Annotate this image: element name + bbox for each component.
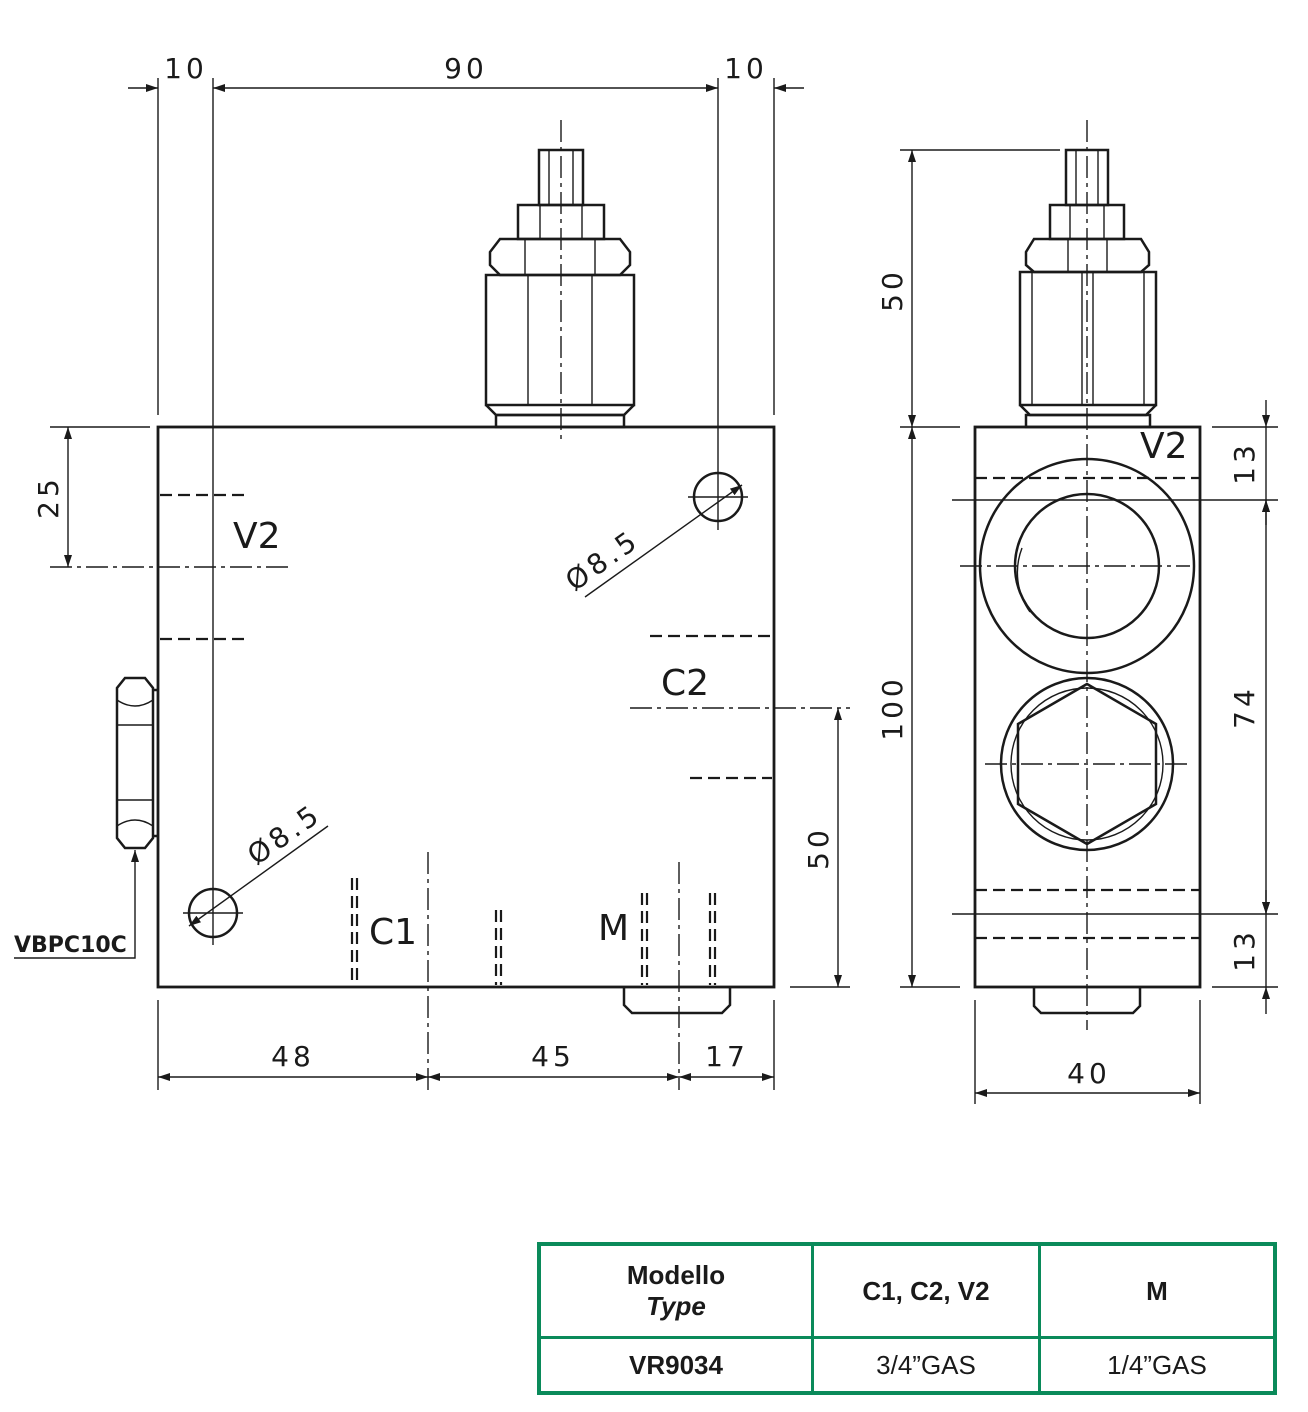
dim-side-port-spacing: 74	[1228, 685, 1261, 729]
cartridge-tag: VBPC10C	[14, 933, 127, 958]
port-label-c2: C2	[661, 663, 709, 704]
dim-right-height: 50	[802, 826, 835, 870]
header-model-label: Modello	[626, 1260, 726, 1290]
spec-table-header: Modello Type C1, C2, V2 M	[537, 1242, 1277, 1339]
dim-side-bottom-offset: 13	[1228, 928, 1261, 972]
dim-bottom-c: 17	[705, 1040, 749, 1073]
dim-bottom-b: 45	[531, 1040, 575, 1073]
dim-left-height: 25	[32, 475, 65, 519]
dim-side-cartridge-height: 50	[876, 268, 909, 312]
cell-m: 1/4”GAS	[1038, 1336, 1277, 1395]
header-ports: C1, C2, V2	[811, 1242, 1041, 1339]
dim-bottom-a: 48	[271, 1040, 315, 1073]
front-hidden-lines	[160, 493, 772, 985]
side-cartridge	[1018, 120, 1158, 1030]
front-extension-lines	[50, 78, 850, 1090]
header-type-label: Type	[646, 1291, 706, 1321]
dim-top-right: 10	[724, 52, 768, 85]
dim-hole-top: Ø8.5	[559, 523, 645, 598]
mounting-hole-top	[692, 471, 744, 523]
dim-side-top-offset: 13	[1228, 441, 1261, 485]
header-model: Modello Type	[537, 1242, 814, 1339]
dim-side-width: 40	[1067, 1057, 1111, 1090]
side-view: 50 100 13 74 13 40 V2	[876, 120, 1278, 1104]
front-body	[156, 425, 776, 989]
port-label-m: M	[598, 908, 629, 949]
mounting-hole-bottom	[187, 887, 239, 939]
side-port-label-v2: V2	[1140, 426, 1188, 467]
dim-side-body-height: 100	[876, 675, 909, 740]
dim-top-left: 10	[164, 52, 208, 85]
m-plug	[622, 987, 732, 1015]
spec-table: Modello Type C1, C2, V2 M VR9034 3/4”GAS…	[537, 1242, 1277, 1395]
port-label-c1: C1	[369, 912, 417, 953]
port-label-v2: V2	[233, 516, 281, 557]
dim-top-middle: 90	[444, 52, 488, 85]
side-nut	[115, 676, 158, 850]
cell-ports: 3/4”GAS	[811, 1336, 1041, 1395]
front-view: 10 90 10 25 50 48 45 17 Ø8.5 Ø8.5 V2 C2 …	[14, 52, 850, 1090]
header-m: M	[1038, 1242, 1277, 1339]
cell-model: VR9034	[537, 1336, 814, 1395]
table-row: VR9034 3/4”GAS 1/4”GAS	[537, 1336, 1277, 1395]
side-port-c-hex	[1016, 682, 1158, 846]
front-center-lines	[50, 78, 850, 1090]
front-dimension-lines	[14, 84, 842, 1081]
dim-hole-bottom: Ø8.5	[241, 797, 327, 872]
front-cartridge	[484, 120, 636, 440]
